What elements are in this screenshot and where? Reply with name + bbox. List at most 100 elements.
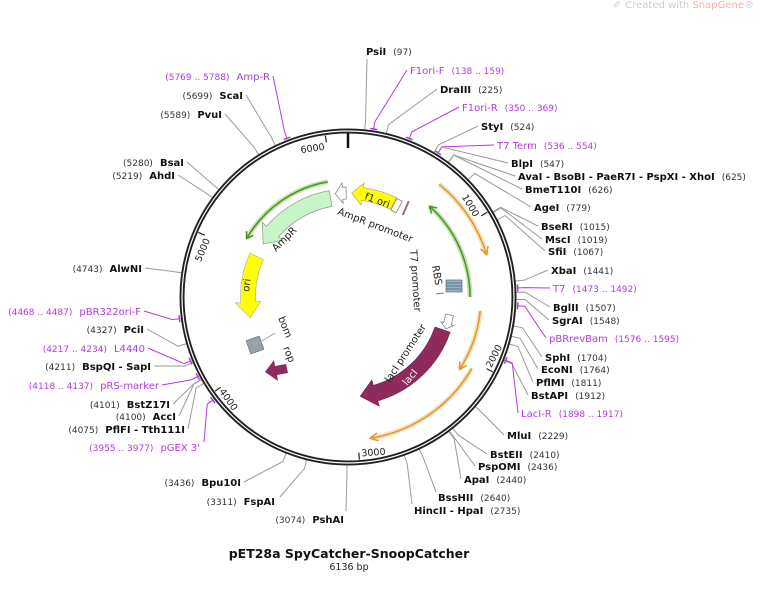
site-position: (3311) xyxy=(207,498,237,508)
site-label-psii: PsiI(97) xyxy=(366,47,412,58)
leader-line-alwni xyxy=(144,267,183,274)
site-label-blpi: BlpI(547) xyxy=(511,159,564,170)
site-position: (626) xyxy=(588,186,612,196)
leader-line-f1ori-f xyxy=(373,69,408,131)
site-position: (779) xyxy=(566,204,590,214)
leader-line-pcii xyxy=(146,328,188,347)
ampr-promoter-arrow[interactable] xyxy=(334,181,347,205)
site-label-agei: AgeI (779) xyxy=(534,203,591,214)
site-position: (1019) xyxy=(578,236,608,246)
site-position: (1576 .. 1595) xyxy=(615,335,679,345)
site-name: PspOMI xyxy=(478,462,520,473)
leader-line-sgrai xyxy=(514,298,550,321)
feature-label-ori: ori xyxy=(241,278,254,292)
site-position: (1764) xyxy=(580,366,610,376)
orf-arc-orange-3-arrowhead xyxy=(368,432,379,442)
f1-ori-arrow[interactable] xyxy=(351,182,397,210)
site-name: AhdI xyxy=(149,171,175,182)
site-name: pRS-marker xyxy=(100,381,160,392)
site-position: (2440) xyxy=(496,476,526,486)
leader-line-ahdi xyxy=(177,174,214,199)
site-position: (4468 .. 4487) xyxy=(8,308,72,318)
leader-line-scai xyxy=(245,94,277,147)
laci-promoter-arrow[interactable] xyxy=(440,313,456,330)
site-label-apai: ApaI(2440) xyxy=(464,475,526,486)
site-position: (2735) xyxy=(490,507,520,517)
leader-line-bspqi-sapi xyxy=(153,361,195,367)
primer-mark xyxy=(188,357,193,365)
site-label-bsai: (5280)BsaI xyxy=(123,158,184,169)
tick-mark xyxy=(214,386,222,392)
tick-mark xyxy=(480,211,488,217)
leader-line-pshai xyxy=(345,463,348,512)
orf-arc-orange-2-arrowhead xyxy=(458,361,468,371)
leader-line-acci xyxy=(178,378,203,417)
t7-terminator-mark[interactable] xyxy=(401,200,410,216)
site-label-pbrrevbam: pBRrevBam(1576 .. 1595) xyxy=(549,334,679,345)
site-name: BssHII xyxy=(438,493,473,504)
leader-line-prs-marker xyxy=(161,375,199,386)
site-name: T7 Term xyxy=(496,141,537,152)
site-label-draiii: DraIII (225) xyxy=(440,85,502,96)
leader-line-econi xyxy=(510,335,539,370)
leader-line-pflfi-tth111i xyxy=(187,382,205,430)
laci-arrow[interactable] xyxy=(359,326,451,407)
ring-outer xyxy=(179,128,517,466)
leader-line-pbr322ori-f xyxy=(143,310,181,321)
site-position: (2436) xyxy=(527,463,557,473)
site-label-pbr322ori-f: (4468 .. 4487)pBR322ori-F xyxy=(8,307,141,318)
site-name: BglII xyxy=(553,303,579,314)
site-name: AgeI xyxy=(534,203,559,214)
site-name: Bpu10I xyxy=(201,478,241,489)
site-position: (225) xyxy=(478,86,502,96)
site-position: (547) xyxy=(540,160,564,170)
site-label-bpu10i: (3436)Bpu10I xyxy=(165,478,241,489)
site-label-econi: EcoNI(1764) xyxy=(541,365,610,376)
tick-label: 6000 xyxy=(300,142,325,156)
ori-arrow[interactable] xyxy=(234,252,264,319)
site-position: (2229) xyxy=(538,432,568,442)
site-position: (1067) xyxy=(573,248,603,258)
site-name: BstEII xyxy=(490,450,523,461)
orf-arc-orange-2-glow xyxy=(457,310,483,371)
bom-square[interactable] xyxy=(245,335,265,355)
leader-line-bsteii xyxy=(451,427,488,455)
leader-line-f1ori-r xyxy=(408,106,460,140)
leader-line-msci xyxy=(492,207,543,240)
primer-mark xyxy=(503,356,508,364)
leader-line-mlui xyxy=(474,405,505,436)
site-label-l4440: (4217 .. 4234)L4440 xyxy=(43,344,145,355)
site-label-ahdi: (5219)AhdI xyxy=(112,171,175,182)
site-label-xbai: XbaI(1441) xyxy=(551,266,613,277)
feature-label-rbs: RBS xyxy=(429,265,443,287)
orf-arc-green-left xyxy=(245,180,328,239)
site-position: (2640) xyxy=(480,494,510,504)
site-position: (4217 .. 4234) xyxy=(43,345,107,355)
site-name: AccI xyxy=(153,412,176,423)
rop-arrow[interactable] xyxy=(265,360,288,381)
site-position: (536 .. 554) xyxy=(544,142,597,152)
site-position: (524) xyxy=(510,123,534,133)
orf-arc-orange-2 xyxy=(458,310,482,370)
site-name: SfiI xyxy=(548,247,566,258)
site-position: (4100) xyxy=(116,413,146,423)
leader-line-pspomi xyxy=(448,429,476,467)
site-name: PflMI xyxy=(536,378,564,389)
site-position: (97) xyxy=(393,48,411,58)
site-label-mlui: MluI(2229) xyxy=(507,431,568,442)
site-name: PvuI xyxy=(197,110,222,121)
site-label-bsshii: BssHII (2640) xyxy=(438,493,510,504)
orf-arc-orange-3 xyxy=(370,368,473,440)
site-name: DraIII xyxy=(440,85,471,96)
bom-leader xyxy=(261,332,276,342)
tick-mark xyxy=(198,231,206,236)
site-label-alwni: (4743)AlwNI xyxy=(73,264,142,275)
leader-line-pvui xyxy=(224,113,260,156)
site-position: (1548) xyxy=(590,317,620,327)
ampr-arrow[interactable] xyxy=(261,190,333,245)
lac-operator-box[interactable] xyxy=(390,197,403,214)
site-position: (138 .. 159) xyxy=(451,67,504,77)
site-position: (5769 .. 5788) xyxy=(165,73,229,83)
site-label-bstapi: BstAPI(1912) xyxy=(531,391,605,402)
